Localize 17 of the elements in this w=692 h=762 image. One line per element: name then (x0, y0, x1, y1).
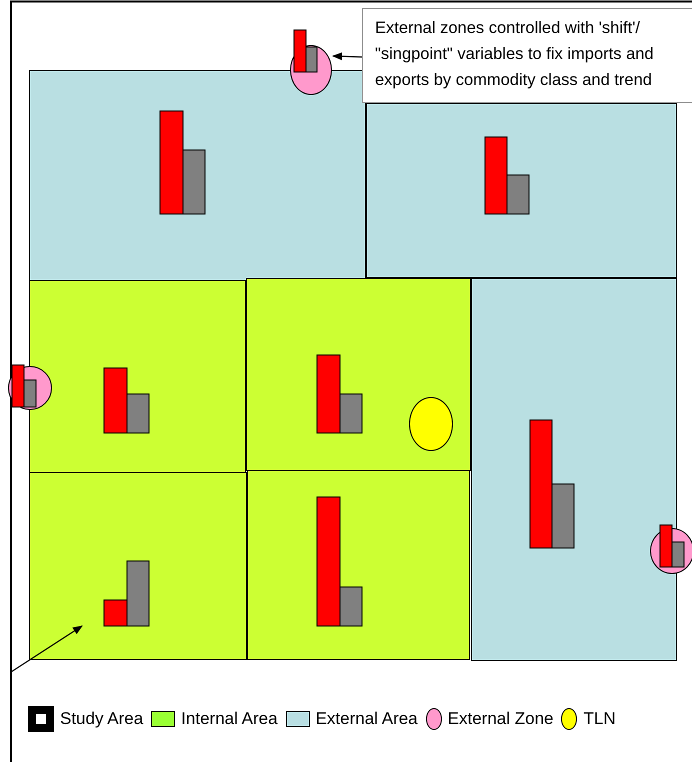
legend-label: TLN (583, 709, 616, 729)
internal-area-region (29, 280, 246, 473)
arrow (332, 52, 362, 60)
internal-area-region (29, 472, 247, 660)
callout-text: External zones controlled with 'shift'/ "singpoint" variables to fix imports and exports by commodity class and trend (375, 18, 655, 91)
external-area-region (471, 278, 677, 661)
legend-label: Study Area (60, 709, 144, 729)
internal-area-region (246, 278, 471, 471)
arrow (10, 625, 83, 672)
callout-box (362, 8, 692, 103)
legend-label: Internal Area (181, 709, 278, 729)
legend-label: External Zone (448, 709, 554, 729)
internal-area-region (247, 470, 470, 660)
external-area-region (29, 70, 366, 281)
legend-label: External Area (316, 709, 418, 729)
external-area-region (366, 103, 677, 278)
tln-circle (409, 397, 453, 451)
